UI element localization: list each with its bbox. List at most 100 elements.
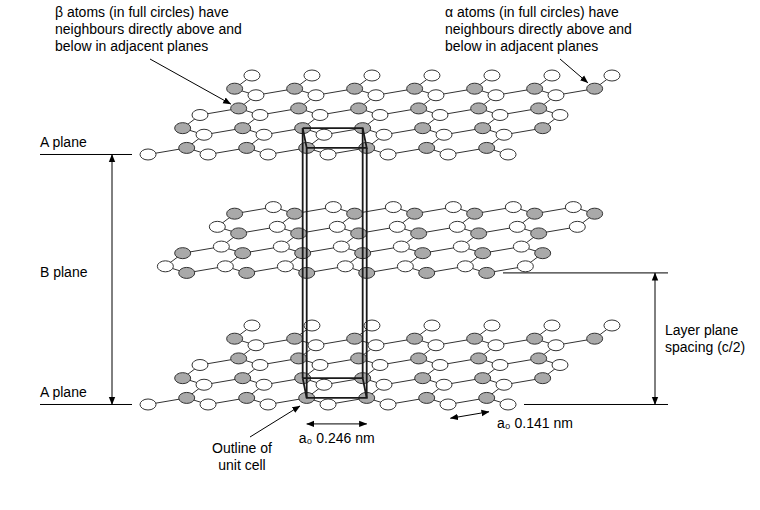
carbon-atom (467, 83, 483, 94)
lattice-layers (140, 70, 620, 410)
carbon-atom (604, 70, 620, 81)
carbon-atom (351, 103, 367, 114)
carbon-atom (496, 379, 512, 390)
carbon-atom (196, 379, 212, 390)
carbon-atom (192, 110, 208, 121)
carbon-atom (269, 221, 285, 232)
carbon-atom (248, 340, 264, 351)
carbon-atom (440, 149, 456, 160)
carbon-atom (231, 103, 247, 114)
carbon-atom (527, 83, 543, 94)
carbon-atom (535, 123, 551, 134)
carbon-atom (372, 110, 388, 121)
carbon-atom (304, 70, 320, 81)
carbon-atom (411, 228, 427, 239)
dimension-arrow (655, 273, 656, 405)
carbon-atom (209, 221, 225, 232)
carbon-atom (244, 70, 260, 81)
carbon-atom (475, 123, 491, 134)
carbon-atom (445, 202, 461, 213)
carbon-atom (479, 142, 495, 153)
carbon-atom (372, 360, 388, 371)
carbon-atom (248, 90, 264, 101)
carbon-atom (385, 202, 401, 213)
unit-cell-face (303, 128, 367, 148)
carbon-atom (479, 392, 495, 403)
carbon-atom (140, 399, 156, 410)
carbon-atom (380, 149, 396, 160)
unit-cell-edge (302, 128, 304, 378)
carbon-atom (411, 353, 427, 364)
carbon-atom (308, 90, 324, 101)
carbon-atom (312, 360, 328, 371)
carbon-atom (415, 373, 431, 384)
carbon-atom (411, 103, 427, 114)
carbon-atom (407, 333, 423, 344)
leader-arrow (560, 59, 588, 83)
carbon-atom (337, 261, 353, 272)
carbon-atom (424, 70, 440, 81)
carbon-atom (544, 70, 560, 81)
carbon-atom (415, 248, 431, 259)
carbon-atom (217, 261, 233, 272)
carbon-atom (287, 333, 303, 344)
annotation: β atoms (in full circles) have neighbour… (55, 4, 270, 55)
carbon-atom (368, 340, 384, 351)
carbon-atom (175, 373, 191, 384)
carbon-atom (424, 320, 440, 331)
carbon-atom (407, 208, 423, 219)
plane-line (524, 404, 668, 405)
carbon-atom (320, 149, 336, 160)
leader-lines (40, 59, 668, 437)
carbon-atom (484, 320, 500, 331)
carbon-atom (535, 248, 551, 259)
carbon-atom (287, 208, 303, 219)
carbon-atom (509, 221, 525, 232)
carbon-atom (587, 83, 603, 94)
carbon-atom (333, 241, 349, 252)
carbon-atom (308, 340, 324, 351)
carbon-atom (227, 208, 243, 219)
carbon-atom (604, 320, 620, 331)
unit-cell-face (303, 378, 367, 398)
carbon-atom (428, 90, 444, 101)
carbon-atom (179, 267, 195, 278)
dimension-label: a₀ 0.246 nm (299, 430, 375, 447)
carbon-atom (312, 110, 328, 121)
carbon-atom (492, 110, 508, 121)
leader-arrow (150, 59, 231, 104)
carbon-atom (393, 241, 409, 252)
graphene-layer (157, 202, 602, 279)
carbon-atom (231, 353, 247, 364)
carbon-atom (527, 333, 543, 344)
carbon-atom (260, 149, 276, 160)
unit-cell-outline (303, 128, 367, 398)
carbon-atom (432, 360, 448, 371)
carbon-atom (500, 149, 516, 160)
carbon-atom (239, 392, 255, 403)
carbon-atom (587, 333, 603, 344)
carbon-atom (449, 221, 465, 232)
carbon-atom (252, 110, 268, 121)
carbon-atom (552, 360, 568, 371)
plane-label: A plane (40, 384, 87, 401)
carbon-atom (436, 129, 452, 140)
carbon-atom (192, 360, 208, 371)
carbon-atom (175, 123, 191, 134)
carbon-atom (527, 208, 543, 219)
annotation: α atoms (in full circles) have neighbour… (445, 4, 660, 55)
graphene-layer (140, 320, 620, 410)
callout-label: Outline of unit cell (202, 440, 282, 474)
carbon-atom (213, 241, 229, 252)
carbon-atom (475, 248, 491, 259)
carbon-atom (500, 399, 516, 410)
carbon-atom (544, 320, 560, 331)
carbon-atom (517, 261, 533, 272)
carbon-atom (513, 241, 529, 252)
carbon-atom (265, 202, 281, 213)
carbon-atom (200, 149, 216, 160)
carbon-atom (389, 221, 405, 232)
carbon-atom (531, 103, 547, 114)
